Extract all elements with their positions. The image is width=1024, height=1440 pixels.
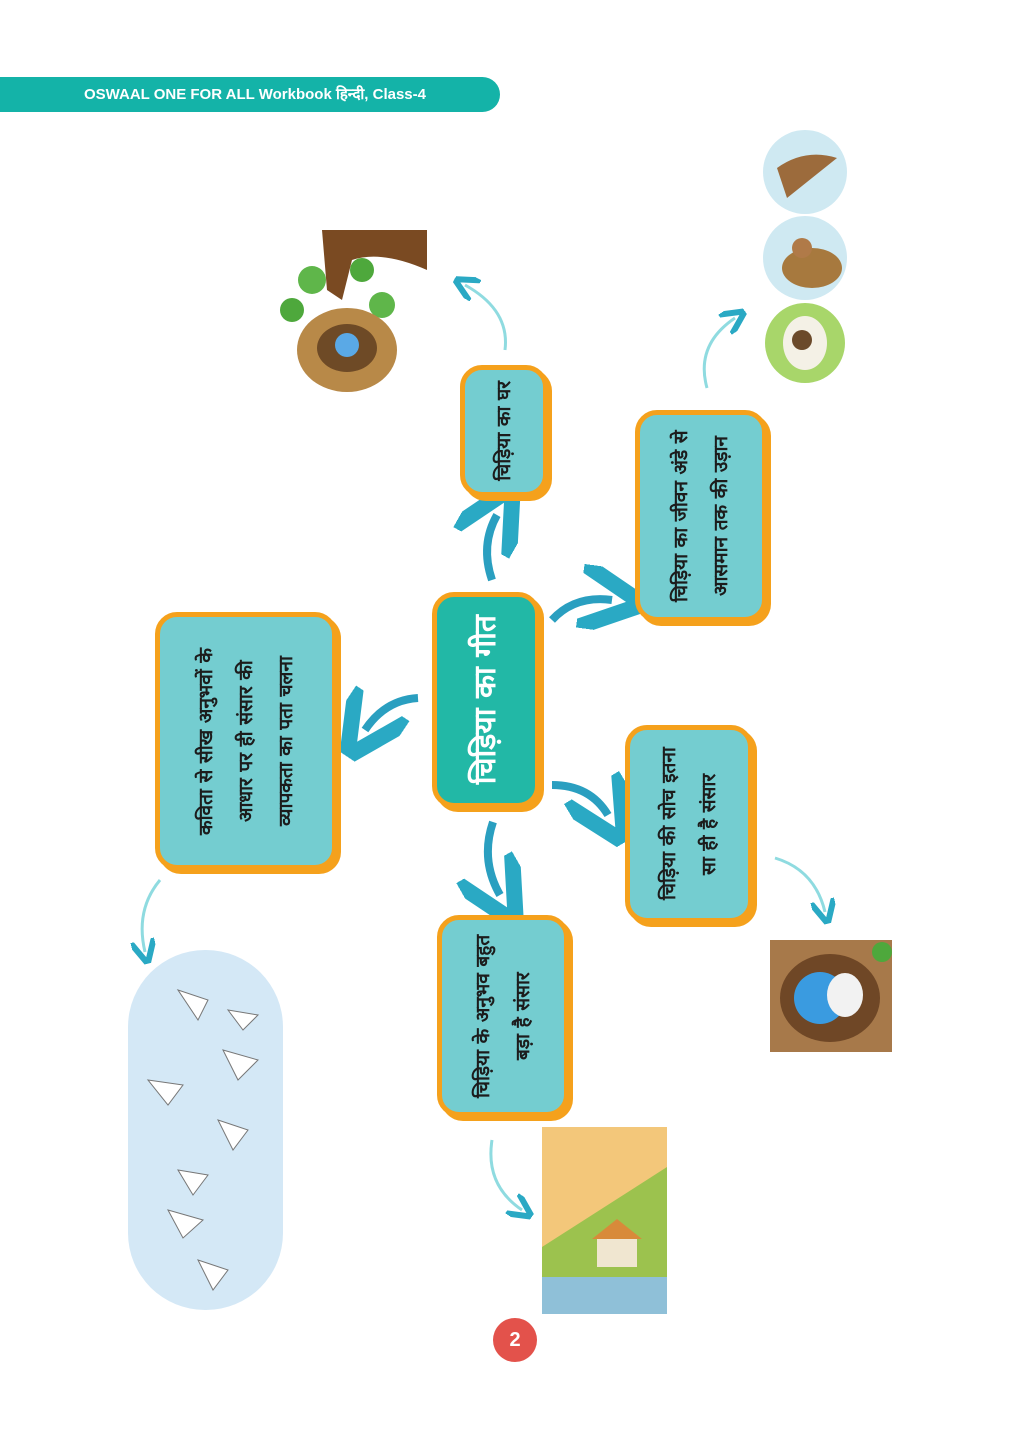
node-anubhav: चिड़िया के अनुभव बहुत बड़ा है संसार — [437, 915, 569, 1117]
central-node-text: चिड़िया का गीत — [468, 615, 503, 785]
arrow-to-anubhav — [488, 820, 500, 895]
arrow-to-jeevan — [549, 599, 612, 620]
node-seekh-text: कविता से सीख अनुभवों के आधार पर ही संसार… — [195, 647, 297, 835]
node-ghar-text: चिड़िया का घर — [493, 381, 515, 481]
node-soch: चिड़िया की सोच इतना सा ही है संसार — [625, 725, 753, 923]
arrow-to-nest-image — [465, 285, 507, 351]
header-banner: OSWAAL ONE FOR ALL Workbook हिन्दी, Clas… — [0, 77, 500, 112]
node-jeevan-text: चिड़िया का जीवन अंडे से आसमान तक की उड़ा… — [670, 430, 732, 602]
node-jeevan: चिड़िया का जीवन अंडे से आसमान तक की उड़ा… — [635, 410, 767, 622]
arrow-to-chick-image — [774, 856, 825, 912]
node-soch-text: चिड़िया की सोच इतना सा ही है संसार — [658, 747, 720, 901]
node-seekh: कविता से सीख अनुभवों के आधार पर ही संसार… — [155, 612, 337, 870]
chick-in-nest-image — [770, 940, 892, 1052]
nest-on-branch-image — [280, 230, 427, 392]
central-node: चिड़िया का गीत — [432, 592, 540, 808]
page-number-badge: 2 — [493, 1318, 537, 1362]
flying-birds-sky-image — [128, 950, 283, 1310]
arrow-to-village-image — [489, 1139, 522, 1210]
node-ghar: चिड़िया का घर — [460, 365, 548, 497]
arrow-to-soch — [551, 785, 608, 815]
arrow-to-lifecycle-image — [702, 318, 735, 389]
arrow-to-seekh — [365, 698, 419, 730]
village-scene-image — [542, 1127, 667, 1314]
node-anubhav-text: चिड़िया के अनुभव बहुत बड़ा है संसार — [472, 934, 534, 1098]
arrow-to-sky-image — [142, 879, 162, 952]
arrow-to-ghar — [487, 515, 497, 582]
bird-lifecycle-image — [763, 130, 847, 383]
